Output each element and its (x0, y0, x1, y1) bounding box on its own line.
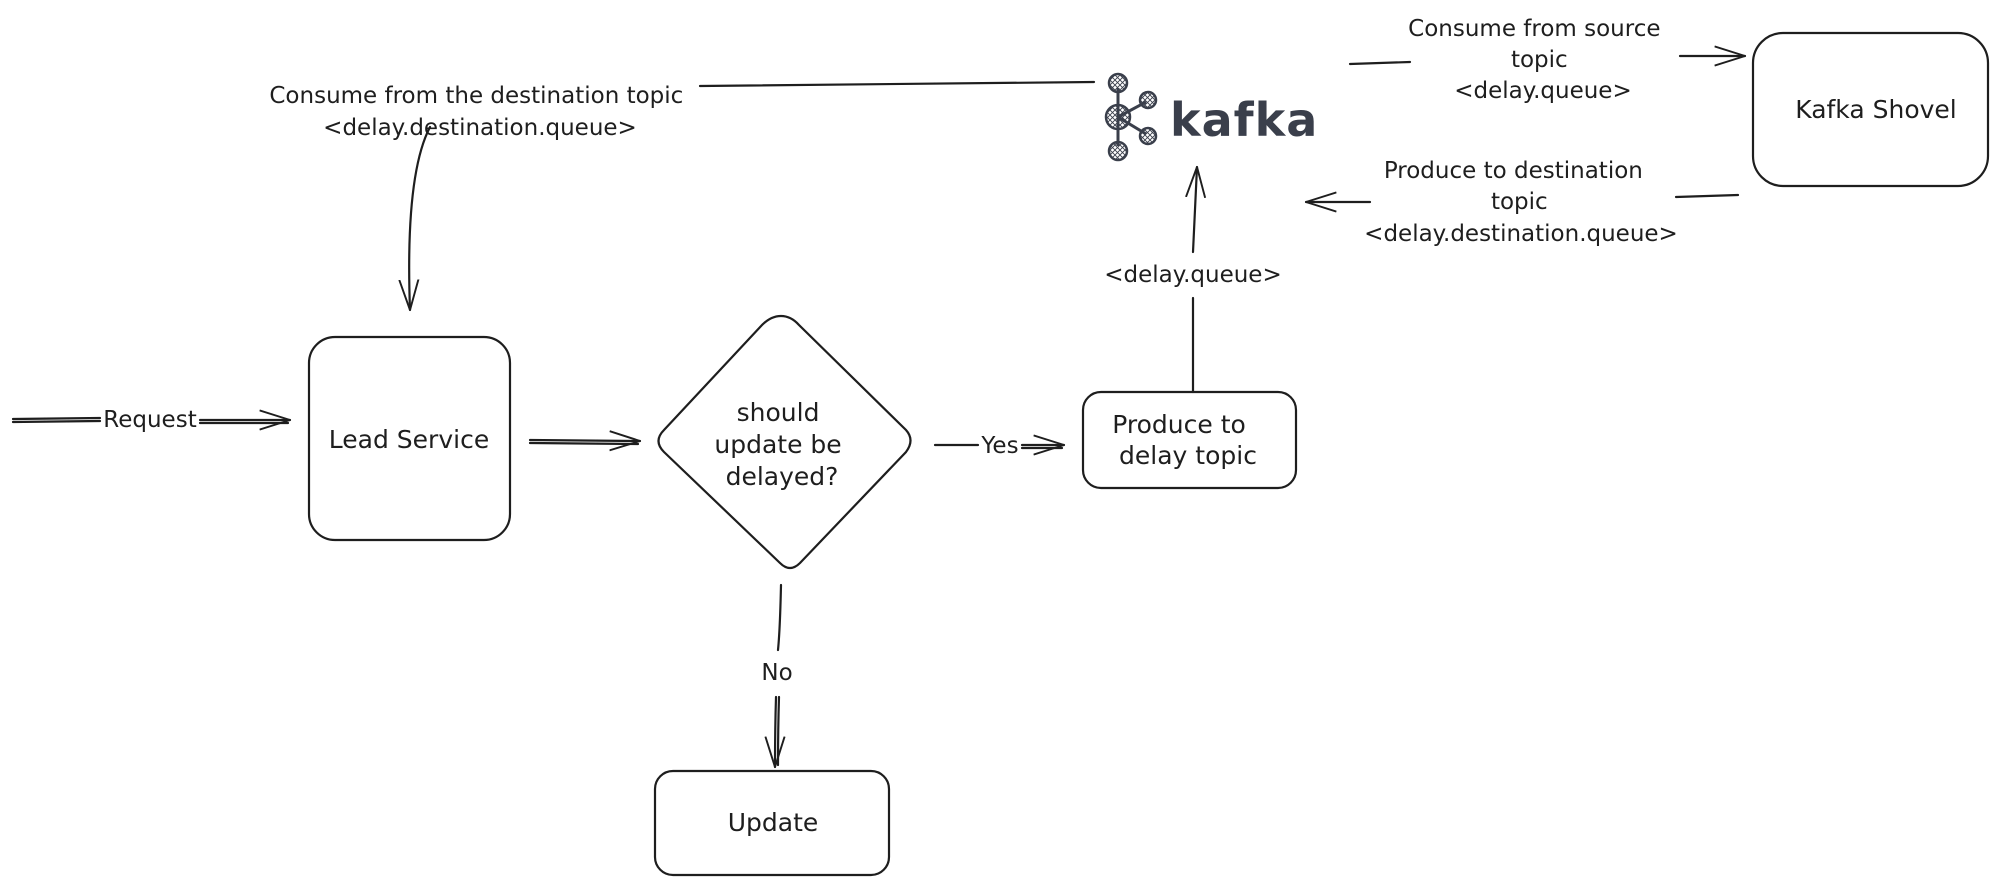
yes-label: Yes (980, 433, 1018, 459)
delay-queue-label: <delay.queue> (1104, 262, 1281, 288)
produce-destination-edge: Produce to destination topic <delay.dest… (1304, 158, 1740, 247)
update-node: Update (653, 769, 891, 877)
consume-destination-label: Consume from the destination topic <dela… (269, 83, 690, 141)
kafka-logo: kafka (1104, 72, 1318, 162)
produce-delay-topic-node: Produce to delay topic (1081, 390, 1298, 490)
lead-service-label: Lead Service (329, 425, 489, 454)
delay-queue-edge: <delay.queue> (1104, 165, 1282, 394)
consume-source-edge: Consume from source topic <delay.queue> (1348, 16, 1747, 104)
kafka-shovel-node: Kafka Shovel (1751, 31, 1990, 188)
no-edge: No (761, 583, 793, 769)
produce-destination-label: Produce to destination topic <delay.dest… (1364, 158, 1678, 247)
consume-destination-edge: Consume from the destination topic <dela… (269, 80, 1096, 312)
produce-delay-topic-label: Produce to delay topic (1112, 410, 1257, 470)
no-label: No (761, 660, 792, 686)
request-label: Request (103, 407, 196, 433)
update-label: Update (728, 808, 819, 837)
request-edge: Request (11, 407, 292, 433)
kafka-logo-text: kafka (1170, 93, 1318, 147)
kafka-logo-icon (1104, 72, 1158, 162)
kafka-shovel-label: Kafka Shovel (1795, 95, 1957, 124)
decision-label: should update be delayed? (714, 398, 849, 491)
lead-service-node: Lead Service (307, 335, 512, 542)
yes-edge: Yes (933, 433, 1066, 459)
lead-to-decision-edge (528, 440, 642, 444)
decision-node: should update be delayed? (657, 314, 912, 570)
consume-source-label: Consume from source topic <delay.queue> (1408, 16, 1668, 104)
